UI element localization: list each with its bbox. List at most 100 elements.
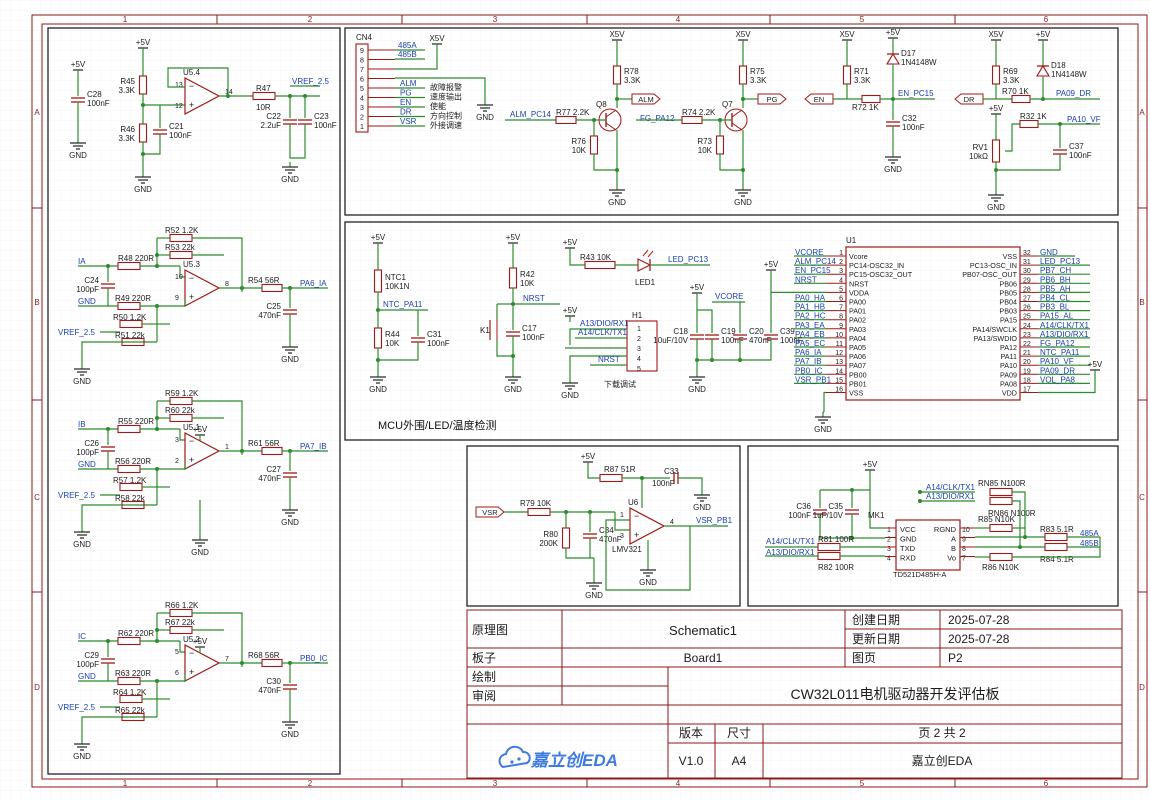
capacitor-value: 100pF <box>76 448 99 457</box>
connector-pin: 9 <box>360 48 364 55</box>
capacitor-value: 470nF <box>258 686 281 695</box>
net-label: 485B <box>398 50 417 59</box>
transistor-emitter <box>605 122 617 131</box>
resistor-ref: R45 <box>120 77 135 86</box>
mcu-pin-name: PA04 <box>849 334 866 343</box>
mcu-pin-number: 12 <box>835 350 843 357</box>
opamp-minus: − <box>189 648 194 658</box>
mcu-pin-number: 29 <box>1023 277 1031 284</box>
resistor-ref: R76 <box>571 137 586 146</box>
net-label: EN_PC15 <box>898 89 934 98</box>
gnd-label: GND <box>281 175 299 184</box>
wire <box>395 50 438 70</box>
mcu-pin-number: 5 <box>839 286 843 293</box>
wire <box>569 355 627 378</box>
connector-pin: 4 <box>360 96 364 103</box>
mcu-pin-number: 19 <box>1023 368 1031 375</box>
mcu-pin-name: PB07-OSC_OUT <box>962 270 1017 279</box>
pin-number: 13 <box>175 82 183 89</box>
capacitor-ref: C17 <box>522 324 537 333</box>
mcu-pin-name: PC15-OSC32_OUT <box>849 270 913 279</box>
capacitor-ref: C20 <box>749 327 764 336</box>
mcu-pin-number: 25 <box>1023 314 1031 321</box>
download-caption: 下载调试 <box>604 379 636 389</box>
pages-text: 页 2 共 2 <box>918 726 966 740</box>
net-label: NRST <box>523 294 545 303</box>
wire <box>192 400 243 455</box>
resistor-value: 3.3K <box>750 76 767 85</box>
resistor-label: R43 10K <box>580 253 612 262</box>
power-label: X5V <box>429 34 445 43</box>
net-label: GND <box>78 297 96 306</box>
size-label: 尺寸 <box>727 726 751 740</box>
wire <box>81 504 122 527</box>
resistor-label: R51 22k <box>115 331 146 340</box>
zone-row: B <box>34 298 39 307</box>
capacitor-ref: C30 <box>266 677 281 686</box>
capacitor-ref: C19 <box>721 327 736 336</box>
junction-dot <box>1018 545 1022 549</box>
capacitor-ref: C26 <box>84 439 99 448</box>
power-label: +5V <box>764 260 779 269</box>
gnd-label: GND <box>73 752 91 761</box>
mcu-ref: U1 <box>846 236 857 245</box>
port-label: ALM <box>638 95 653 104</box>
net-label: IA <box>78 257 86 266</box>
module-pin-number: 8 <box>962 546 966 553</box>
connector-description: 外接调速 <box>430 120 462 130</box>
resistor-label: R81 100R <box>818 535 854 544</box>
wire <box>192 612 243 667</box>
resistor-label: R60 22k <box>165 406 196 415</box>
resistor-label: R65 22k <box>115 706 146 715</box>
resistor-label: R84 5.1R <box>1040 555 1074 564</box>
opamp-ref: U6 <box>628 498 639 507</box>
transistor-collector <box>731 109 743 118</box>
net-label: PA4_EB <box>795 330 825 339</box>
power-label: +5V <box>1036 30 1051 39</box>
capacitor-value: 100nF <box>427 339 450 348</box>
resistor-value: 10K <box>698 146 713 155</box>
net-label: PB4_CL <box>1040 294 1070 303</box>
capacitor-ref: C27 <box>266 465 281 474</box>
capacitor-ref: C34 <box>599 526 614 535</box>
transistor-collector <box>605 109 617 118</box>
led-symbol <box>637 258 652 272</box>
header-body <box>626 320 658 372</box>
opamp-symbol <box>184 77 221 115</box>
port-symbol <box>631 93 661 105</box>
transistor-ref: Q8 <box>596 100 607 109</box>
connector-description: 故障报警 <box>430 82 462 92</box>
net-label: PA6_IA <box>300 279 327 288</box>
mcu-pin-number: 16 <box>835 387 843 394</box>
wire <box>179 429 185 441</box>
resistor-label: R56 220R <box>115 457 151 466</box>
net-label: PA6_IA <box>795 348 822 357</box>
opamp-plus: + <box>634 530 639 540</box>
gnd-label: GND <box>585 591 603 600</box>
net-label: EN <box>400 98 411 107</box>
mcu-pin-number: 7 <box>839 305 843 312</box>
mcu-pin-name: PB05 <box>999 288 1017 297</box>
pin-number: 14 <box>225 89 233 96</box>
board-label: 板子 <box>472 651 496 665</box>
net-label: PA09_DR <box>1040 366 1075 375</box>
resistor-value: 3.3K <box>854 76 871 85</box>
junction-dot <box>850 536 854 540</box>
opamp-symbol <box>184 269 221 307</box>
capacitor-value: 1uF/10V <box>813 511 844 520</box>
header-ref: H1 <box>632 311 643 320</box>
schematic-value: Schematic1 <box>669 623 737 638</box>
connector-description: 使能 <box>430 101 446 111</box>
net-label: PB6_BH <box>1040 275 1071 284</box>
mcu-caption: MCU外围/LED/温度检测 <box>378 418 497 432</box>
title-block: 原理图 Schematic1 板子 Board1 绘制 审阅 创建日期 2025… <box>466 609 1123 779</box>
connector-pin: 1 <box>360 124 364 131</box>
resistor-label: R87 51R <box>604 465 636 474</box>
mcu-pin-name: PC14-OSC32_IN <box>849 261 904 270</box>
power-label: +5V <box>989 104 1004 113</box>
resistor-ref: R78 <box>624 67 639 76</box>
net-label: PA2_HC <box>795 312 826 321</box>
connector-pin: 5 <box>360 86 364 93</box>
junction-dot <box>695 358 699 362</box>
mcu-pin-name: PA11 <box>1000 352 1017 361</box>
